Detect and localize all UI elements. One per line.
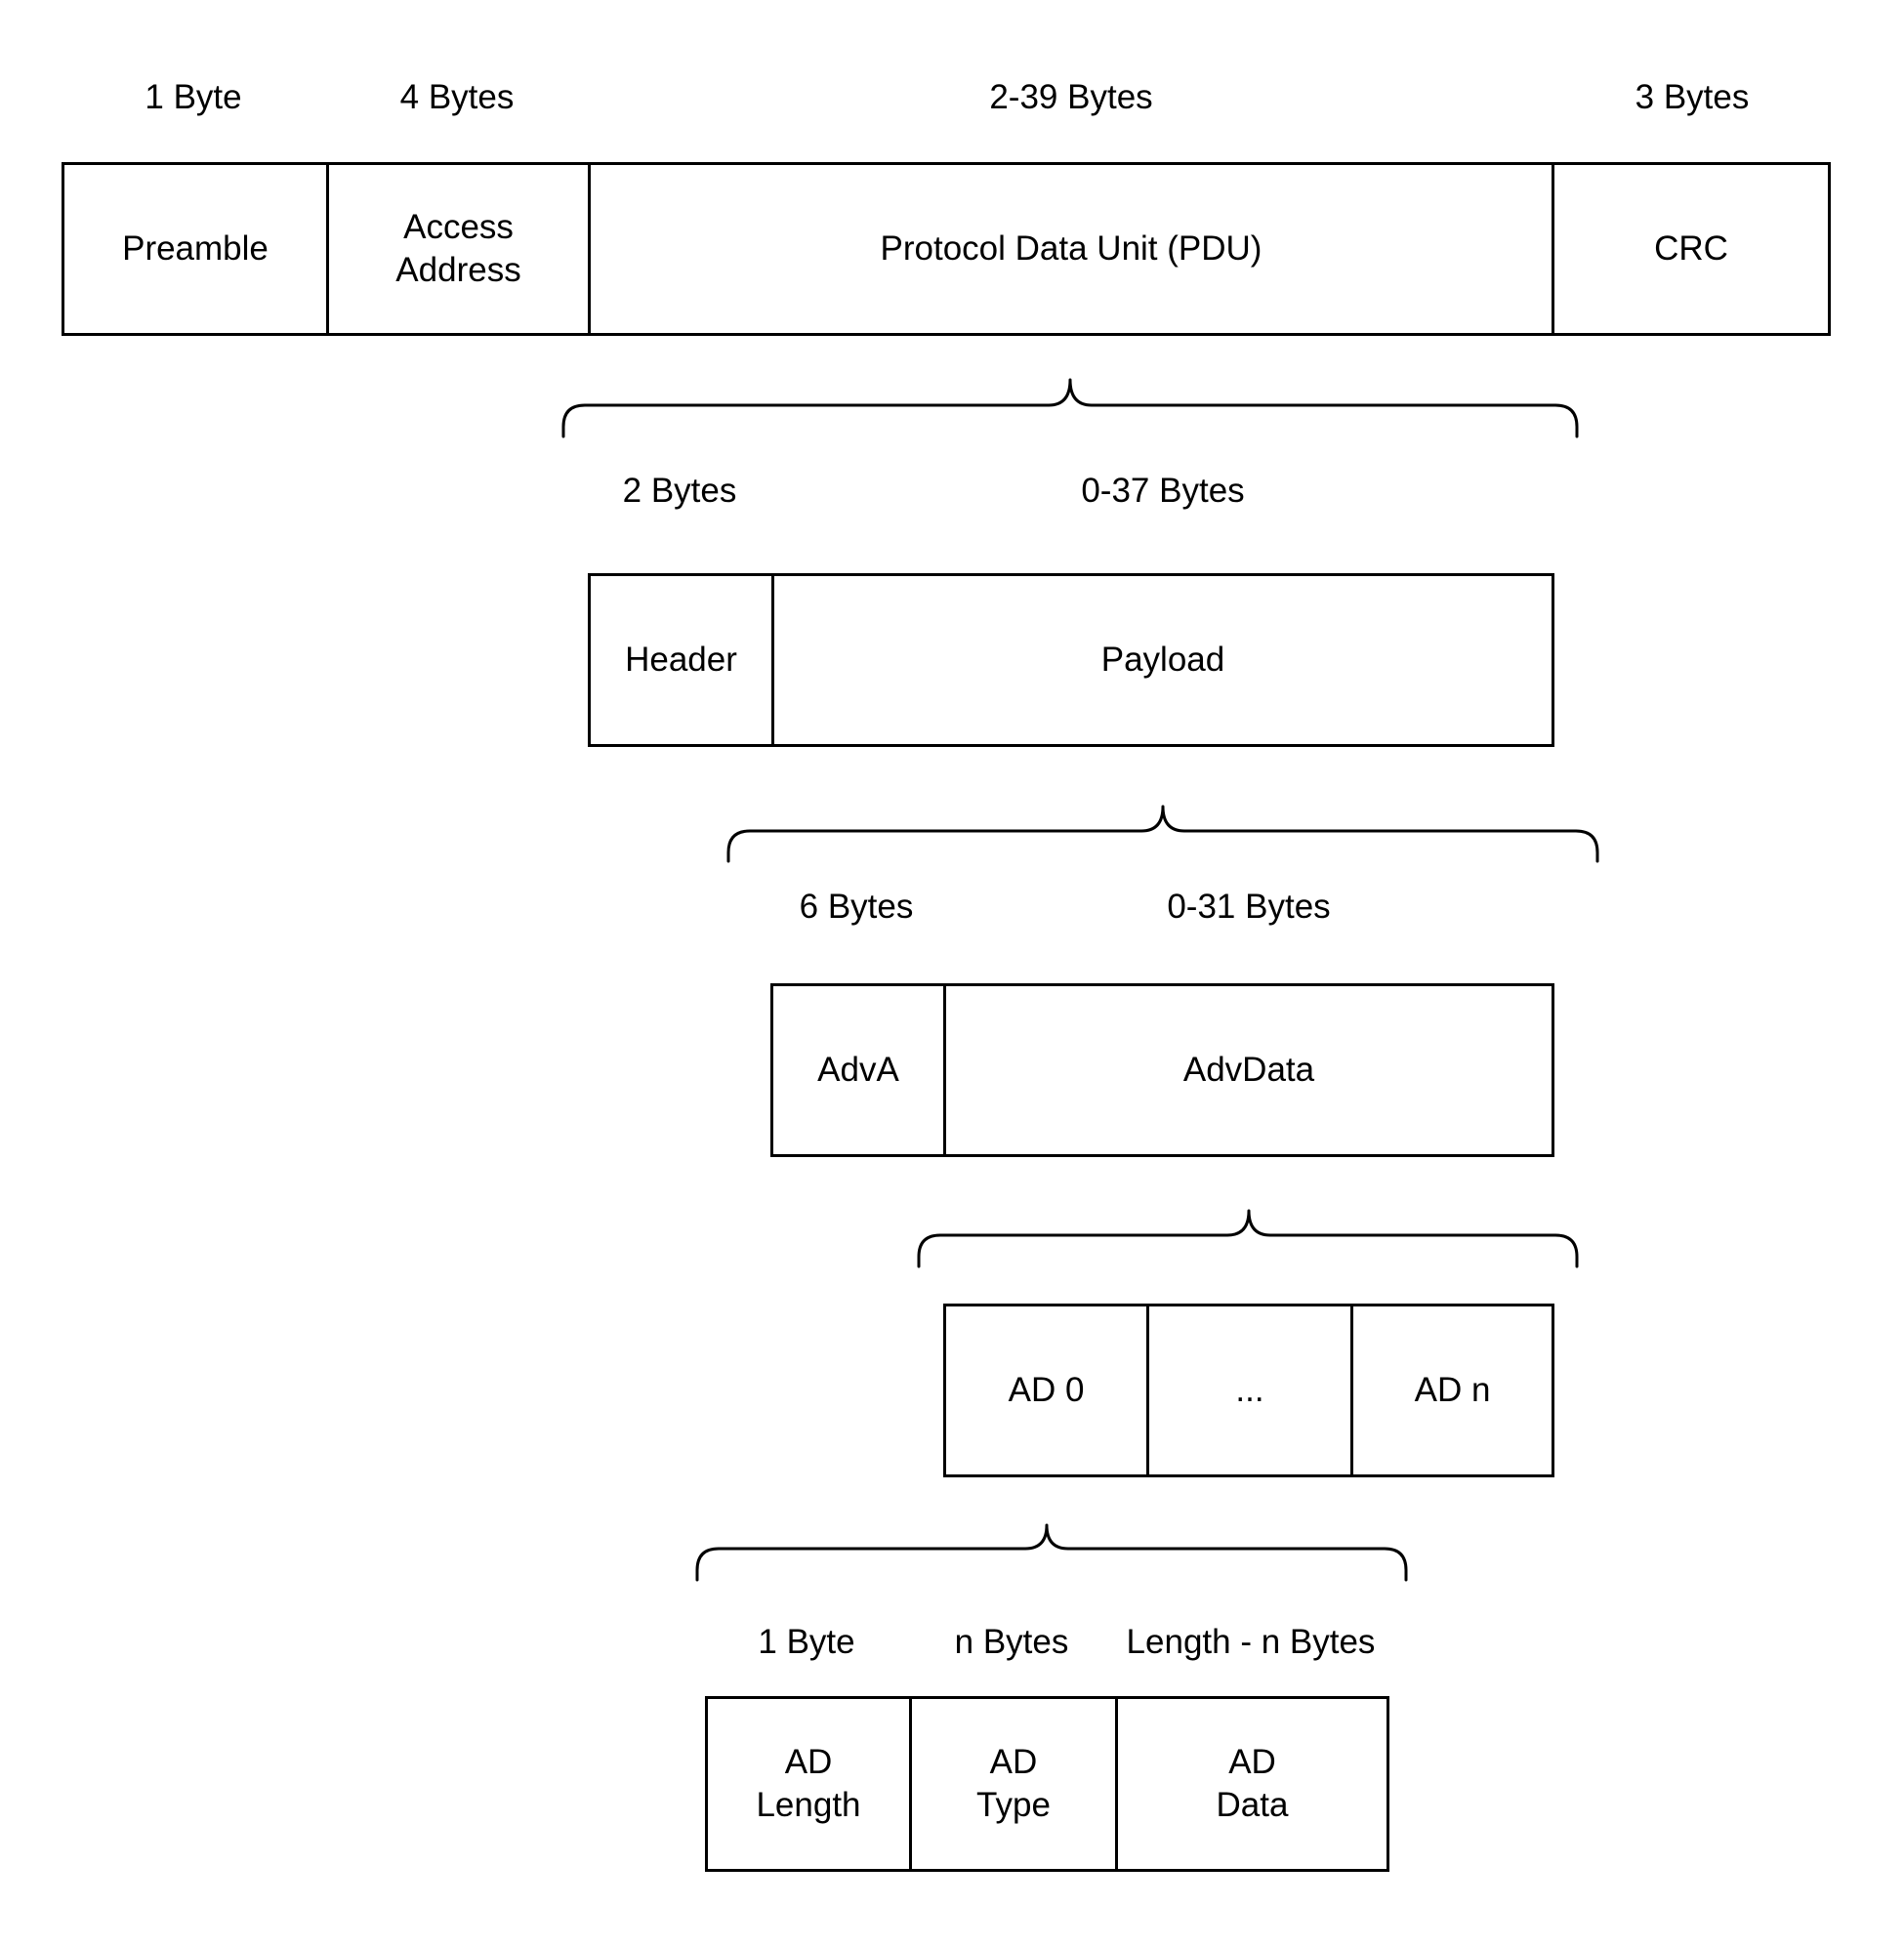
size-label-crc: 3 Bytes xyxy=(1635,78,1750,116)
cell-ad-length: AD Length xyxy=(756,1743,861,1824)
cell-payload: Payload xyxy=(771,576,1552,744)
cell-header: Header xyxy=(625,641,737,680)
cell-ad-0: AD 0 xyxy=(1008,1371,1085,1410)
cell-ad-ellipsis: ... xyxy=(1146,1306,1350,1474)
row-packet: Preamble Access Address Protocol Data Un… xyxy=(62,162,1831,336)
size-label-access-address: 4 Bytes xyxy=(399,78,515,116)
size-label-advdata: 0-31 Bytes xyxy=(1167,888,1331,926)
row-ad-structure: AD Length AD Type AD Data xyxy=(705,1696,1389,1872)
size-label-payload: 0-37 Bytes xyxy=(1081,472,1245,510)
cell-pdu: Protocol Data Unit (PDU) xyxy=(588,165,1552,333)
size-label-adva: 6 Bytes xyxy=(799,888,914,926)
cell-access-address: Access Address xyxy=(326,165,588,333)
size-label-header: 2 Bytes xyxy=(622,472,737,510)
brace-advdata-expansion xyxy=(917,1209,1579,1268)
cell-advdata: AdvData xyxy=(943,986,1552,1154)
row-advdata: AD 0 ... AD n xyxy=(943,1304,1554,1477)
cell-ad-n: AD n xyxy=(1350,1306,1552,1474)
cell-ad-data: AD Data xyxy=(1115,1699,1387,1869)
brace-ad-expansion xyxy=(695,1523,1408,1582)
size-label-preamble: 1 Byte xyxy=(145,78,242,116)
cell-adva: AdvA xyxy=(817,1051,899,1090)
size-label-ad-length: 1 Byte xyxy=(758,1623,855,1661)
size-label-ad-type: n Bytes xyxy=(954,1623,1069,1661)
brace-payload-expansion xyxy=(726,805,1599,863)
cell-ad-type: AD Type xyxy=(909,1699,1115,1869)
cell-crc: CRC xyxy=(1552,165,1828,333)
brace-pdu-expansion xyxy=(561,378,1579,438)
size-label-pdu: 2-39 Bytes xyxy=(989,78,1153,116)
row-pdu: Header Payload xyxy=(588,573,1554,747)
size-label-ad-data: Length - n Bytes xyxy=(1126,1623,1376,1661)
row-payload: AdvA AdvData xyxy=(770,983,1554,1157)
cell-preamble: Preamble xyxy=(122,229,269,269)
